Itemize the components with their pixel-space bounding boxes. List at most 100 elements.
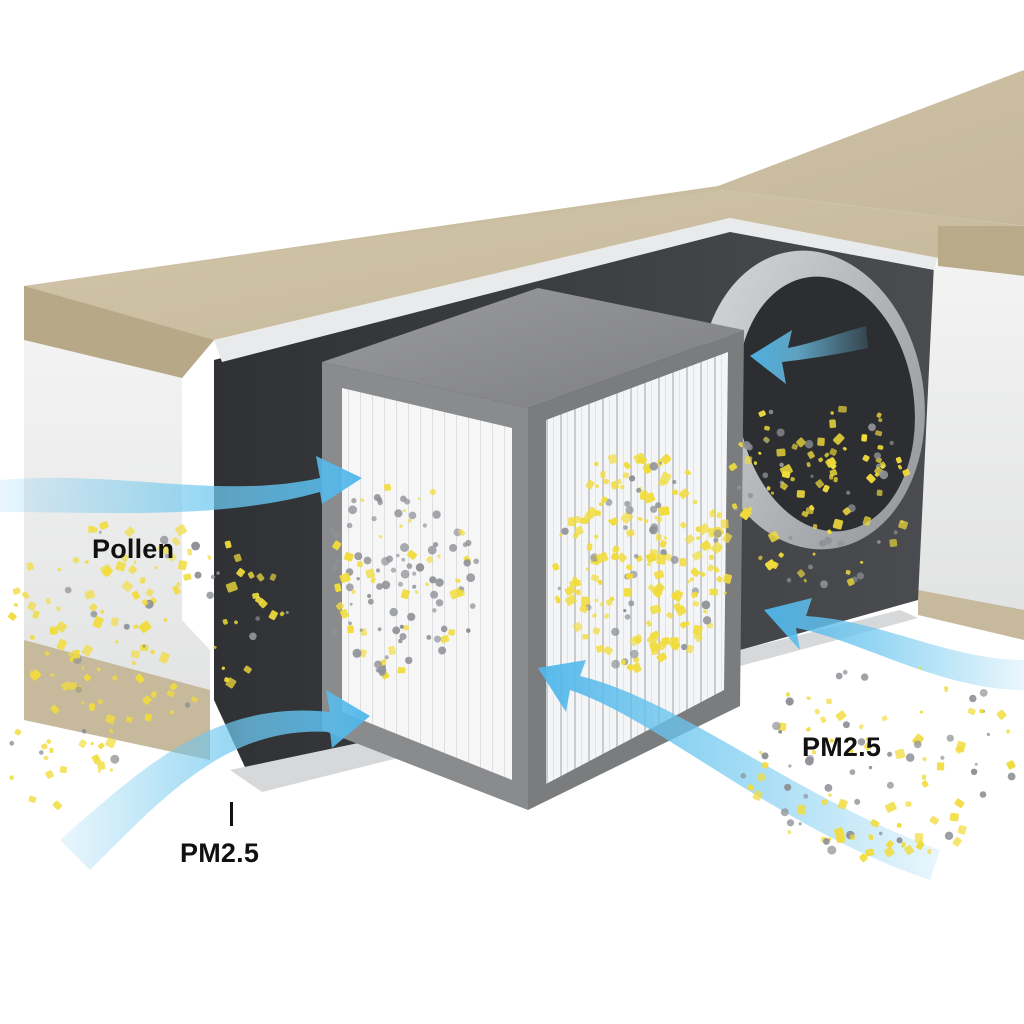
pollen-particle [764, 559, 777, 571]
pollen-particle [862, 454, 870, 462]
pm25-left-label: PM2.5 [180, 838, 260, 868]
pollen-particle [752, 790, 763, 801]
pm25-particle [702, 616, 712, 625]
pollen-particle [115, 639, 119, 644]
pollen-particle [919, 710, 924, 714]
pm25-particle [624, 614, 631, 620]
pm25-particle [359, 628, 363, 632]
pollen-particle [594, 534, 599, 539]
pollen-particle [620, 484, 625, 490]
pm25-particle [762, 472, 769, 479]
pollen-particle [269, 573, 277, 581]
pollen-particle [889, 538, 898, 548]
pollen-particle [52, 800, 63, 810]
pollen-particle [818, 457, 824, 463]
pollen-particle [105, 737, 117, 749]
pm25-particle [352, 648, 362, 658]
pollen-particle [106, 572, 111, 576]
pollen-particle [72, 649, 81, 659]
pollen-particle [599, 602, 604, 607]
pollen-particle [703, 609, 707, 614]
pollen-particle [90, 742, 94, 746]
pollen-particle [131, 590, 140, 600]
pollen-particle [339, 572, 351, 584]
pollen-particle [659, 540, 667, 548]
pm25-particle [761, 752, 769, 760]
pollen-particle [128, 565, 137, 574]
pm25-particle [979, 791, 987, 798]
pollen-particle [617, 552, 627, 563]
pollen-particle [646, 562, 651, 566]
pm25-particle [623, 609, 627, 613]
housing-left-bottom-edge [24, 640, 210, 760]
pollen-particle [572, 622, 583, 632]
pollen-particle [660, 453, 672, 465]
pm25-particle [737, 485, 742, 490]
pm25-particle [430, 590, 439, 599]
pollen-particle [955, 746, 964, 754]
pollen-particle [807, 450, 815, 459]
pollen-particle [707, 564, 715, 572]
pollen-particle [102, 566, 113, 577]
pm25-particle [670, 555, 679, 564]
pollen-particle [766, 486, 771, 491]
pollen-particle [623, 588, 632, 597]
pollen-particle [13, 603, 18, 607]
pollen-particle [690, 567, 700, 577]
pm25-particle [623, 525, 628, 530]
pm25-particle [412, 584, 417, 589]
pollen-particle [967, 707, 976, 715]
pollen-particle [225, 677, 237, 689]
pollen-particle [679, 558, 687, 567]
pm25-particle [64, 586, 72, 594]
pm25-particle [363, 556, 372, 565]
pollen-particle [121, 554, 129, 563]
pollen-particle [187, 548, 193, 556]
pm25-particle [655, 502, 662, 509]
pollen-particle [279, 611, 285, 617]
pm25-particle [435, 578, 444, 587]
pollen-particle [837, 798, 848, 810]
pollen-particle [835, 710, 847, 721]
pollen-particle [607, 453, 618, 465]
pollen-particle [234, 620, 238, 625]
pollen-particle [449, 587, 463, 600]
pollen-particle [738, 442, 744, 448]
pollen-particle [158, 651, 170, 664]
pollen-particle [842, 507, 851, 516]
pm25-particle [415, 563, 425, 572]
pollen-particle [655, 533, 662, 541]
pollen-particle [756, 772, 766, 782]
pollen-particle [817, 437, 825, 446]
pm25-particle [434, 635, 441, 643]
pollen-particle [28, 795, 37, 803]
pollen-particle [875, 430, 883, 437]
pm25-particle [896, 837, 903, 844]
pollen-particle [949, 812, 959, 822]
pm25-particle [857, 738, 866, 746]
pm25-particle [384, 655, 389, 660]
pollen-particle [68, 652, 73, 657]
pollen-particle [723, 573, 732, 584]
pollen-particle [697, 523, 710, 536]
pollen-particle [27, 601, 37, 611]
pollen-particle [656, 554, 666, 565]
pollen-particle [812, 552, 816, 556]
pollen-particle [145, 588, 154, 597]
pollen-particle [679, 521, 687, 529]
pollen-particle [710, 541, 723, 554]
pollen-particle [417, 497, 421, 500]
pollen-particle [610, 480, 620, 490]
pollen-particle [833, 827, 845, 838]
pollen-particle [640, 493, 646, 500]
pollen-particle [144, 713, 153, 722]
pollen-particle [150, 691, 157, 698]
pollen-particle [14, 728, 22, 736]
pollen-particle [768, 531, 780, 543]
pollen-particle [881, 715, 888, 722]
pollen-particle [649, 641, 660, 653]
pollen-particle [836, 835, 846, 844]
pollen-particle [138, 620, 152, 633]
pollen-particle [429, 488, 437, 496]
pollen-particle [370, 577, 376, 584]
